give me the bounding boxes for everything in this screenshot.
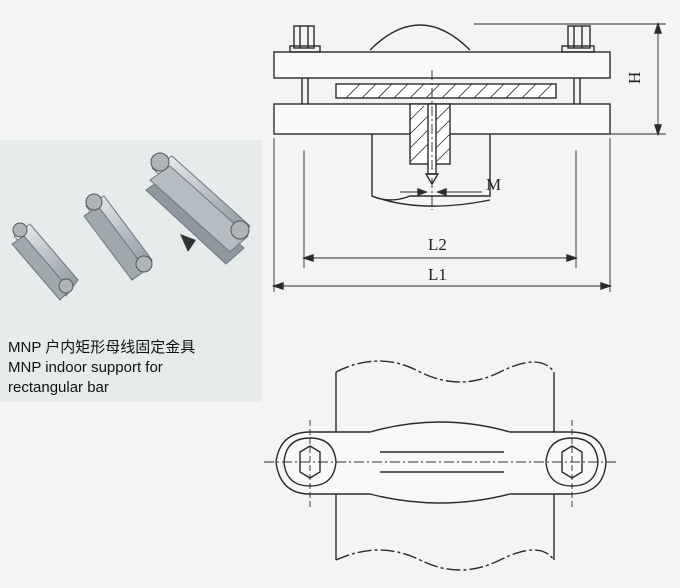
small-clamp-photo [11, 222, 79, 301]
dim-label-h: H [625, 72, 644, 84]
caption-title-en-line2: rectangular bar [8, 379, 109, 396]
bolt-head-icon [289, 25, 321, 104]
bolt-head-icon [561, 25, 595, 104]
dim-label-l1: L1 [428, 265, 447, 284]
clamp-plate-outline [275, 421, 607, 504]
medium-clamp-photo [83, 193, 153, 281]
plan-view [264, 360, 616, 571]
busbar-arc [369, 24, 471, 51]
large-clamp-photo [145, 152, 251, 265]
technical-drawing: H M L2 L1 [264, 21, 666, 571]
bolt-head-icon [561, 445, 583, 479]
product-caption: MNP 户内矩形母线固定金具 MNP indoor support for re… [8, 338, 258, 398]
product-photo-panel [0, 140, 262, 402]
top-plate [273, 51, 611, 79]
bolt-head-icon [299, 445, 321, 479]
dim-label-l2: L2 [428, 235, 447, 254]
clamp-photo-icon [11, 152, 251, 301]
dim-label-m: M [486, 175, 501, 194]
caption-title-cn: MNP 户内矩形母线固定金具 [8, 339, 196, 356]
caption-title-en-line1: MNP indoor support for [8, 359, 163, 376]
